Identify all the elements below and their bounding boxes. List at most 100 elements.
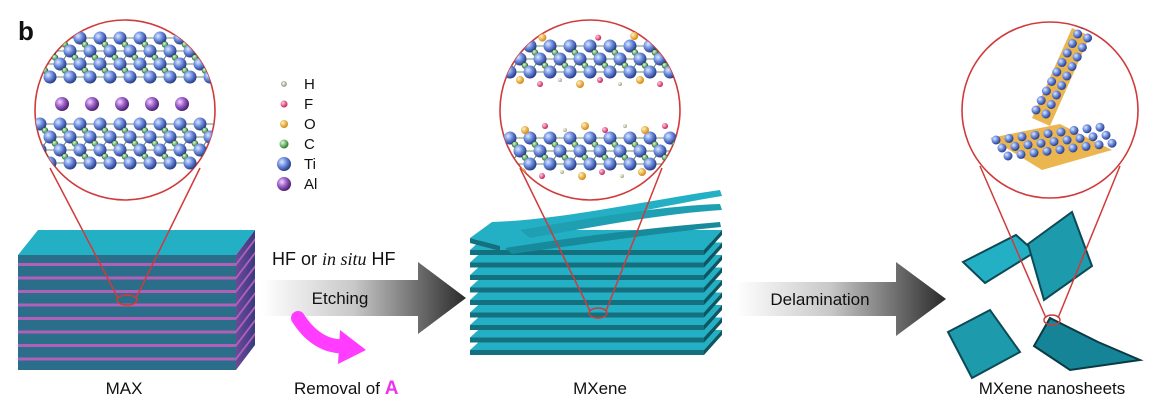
legend-label-ti: Ti xyxy=(304,156,316,173)
c-atom xyxy=(222,128,228,134)
mxene-sheet-edge xyxy=(470,300,704,305)
ti-atom xyxy=(203,70,215,84)
ti-atom xyxy=(153,31,167,45)
ti-atom xyxy=(53,117,67,131)
etching-step: HF or in situ HF Etching Removal of A xyxy=(262,249,466,399)
flake-ti-atom xyxy=(1088,132,1098,142)
flake-ti-atom xyxy=(1016,149,1026,159)
bond xyxy=(220,137,230,150)
delamination-label: Delamination xyxy=(770,290,869,309)
ti-atom xyxy=(133,57,147,71)
ti-atom xyxy=(213,143,215,157)
max-al-stripe-side xyxy=(236,305,255,334)
bond xyxy=(669,150,680,165)
termination-atom xyxy=(618,82,622,86)
ti-atom xyxy=(113,143,127,157)
legend-f-icon xyxy=(280,100,288,108)
termination-atom xyxy=(638,168,646,176)
ti-atom xyxy=(73,117,87,131)
ti-atom xyxy=(133,31,147,45)
ti-atom xyxy=(63,130,77,144)
ti-atom xyxy=(133,117,147,131)
caption-max: MAX xyxy=(106,379,143,398)
flake-ti-atom xyxy=(1069,125,1079,135)
flake-ti-atom xyxy=(991,135,1001,145)
mxene-peeled-edge xyxy=(470,238,500,251)
ti-atom xyxy=(513,144,527,158)
ti-atom xyxy=(673,52,680,66)
ti-atom xyxy=(123,44,137,58)
ti-atom xyxy=(143,44,157,58)
ti-atom xyxy=(593,144,607,158)
c-atom xyxy=(222,42,228,48)
max-al-stripe xyxy=(18,330,236,334)
max-al-stripe-side xyxy=(236,238,255,266)
ti-atom xyxy=(83,130,97,144)
max-al-stripe-side xyxy=(236,278,255,307)
c-atom xyxy=(201,41,209,48)
ti-atom xyxy=(143,156,157,170)
bond xyxy=(199,37,211,52)
ti-atom xyxy=(623,65,637,79)
ti-atom xyxy=(643,131,657,145)
ti-atom xyxy=(113,31,127,45)
ti-atom xyxy=(633,144,647,158)
ti-atom xyxy=(663,39,677,53)
ti-atom xyxy=(43,70,57,84)
bond xyxy=(39,37,51,52)
ti-atom xyxy=(673,144,680,158)
legend-label-al: Al xyxy=(304,176,317,193)
flake-ti-atom xyxy=(1056,127,1066,137)
ti-atom xyxy=(213,117,215,131)
termination-atom xyxy=(576,80,584,88)
ti-atom xyxy=(123,130,137,144)
flake-ti-atom xyxy=(1051,90,1061,100)
max-block xyxy=(18,230,255,370)
ti-atom xyxy=(583,39,597,53)
ti-atom xyxy=(523,131,537,145)
nanosheets xyxy=(946,210,1144,380)
delamination-step: Delamination xyxy=(736,262,946,336)
ti-atom xyxy=(35,31,47,45)
legend-label-o: O xyxy=(304,116,316,133)
flake-ti-atom xyxy=(1062,71,1072,81)
termination-atom xyxy=(560,170,564,174)
mxene-sheet-edge xyxy=(470,275,704,280)
termination-atom xyxy=(581,122,589,130)
max-crystal-zoom xyxy=(34,19,237,201)
mxene-sheet-side xyxy=(704,305,722,330)
termination-atom xyxy=(636,76,644,84)
mxene-sheet-edge xyxy=(470,325,704,330)
ti-atom xyxy=(133,143,147,157)
flake-ti-atom xyxy=(1003,151,1013,161)
termination-atom xyxy=(599,169,605,175)
ti-atom xyxy=(224,71,237,84)
ti-atom xyxy=(63,156,77,170)
ti-atom xyxy=(93,143,107,157)
ti-atom xyxy=(193,143,207,157)
ti-atom xyxy=(213,31,215,45)
mxene-sheet-edge xyxy=(470,350,704,355)
flake-ti-atom xyxy=(1101,130,1111,140)
mxene-sheet-side xyxy=(704,317,722,343)
flake-ti-atom xyxy=(1072,52,1082,62)
ti-atom xyxy=(583,157,597,171)
ti-atom xyxy=(573,144,587,158)
termination-atom xyxy=(602,127,608,133)
ti-atom xyxy=(583,65,597,79)
ti-atom xyxy=(173,117,187,131)
max-top-face xyxy=(18,230,255,255)
nanosheet-1 xyxy=(961,233,1037,285)
mxene-sheet-side xyxy=(704,292,722,318)
nanosheet-4 xyxy=(1032,316,1144,372)
flake-ti-atom xyxy=(1075,133,1085,143)
ti-atom xyxy=(123,70,137,84)
flake-ti-atom xyxy=(1023,140,1033,150)
nanosheet-crystal-zoom xyxy=(961,21,1139,199)
max-al-stripe-side xyxy=(236,251,255,280)
ti-atom xyxy=(83,70,97,84)
c-atom xyxy=(682,63,688,69)
max-al-stripe xyxy=(18,317,236,320)
ti-atom xyxy=(623,157,637,171)
flake-ti-atom xyxy=(1067,39,1077,48)
